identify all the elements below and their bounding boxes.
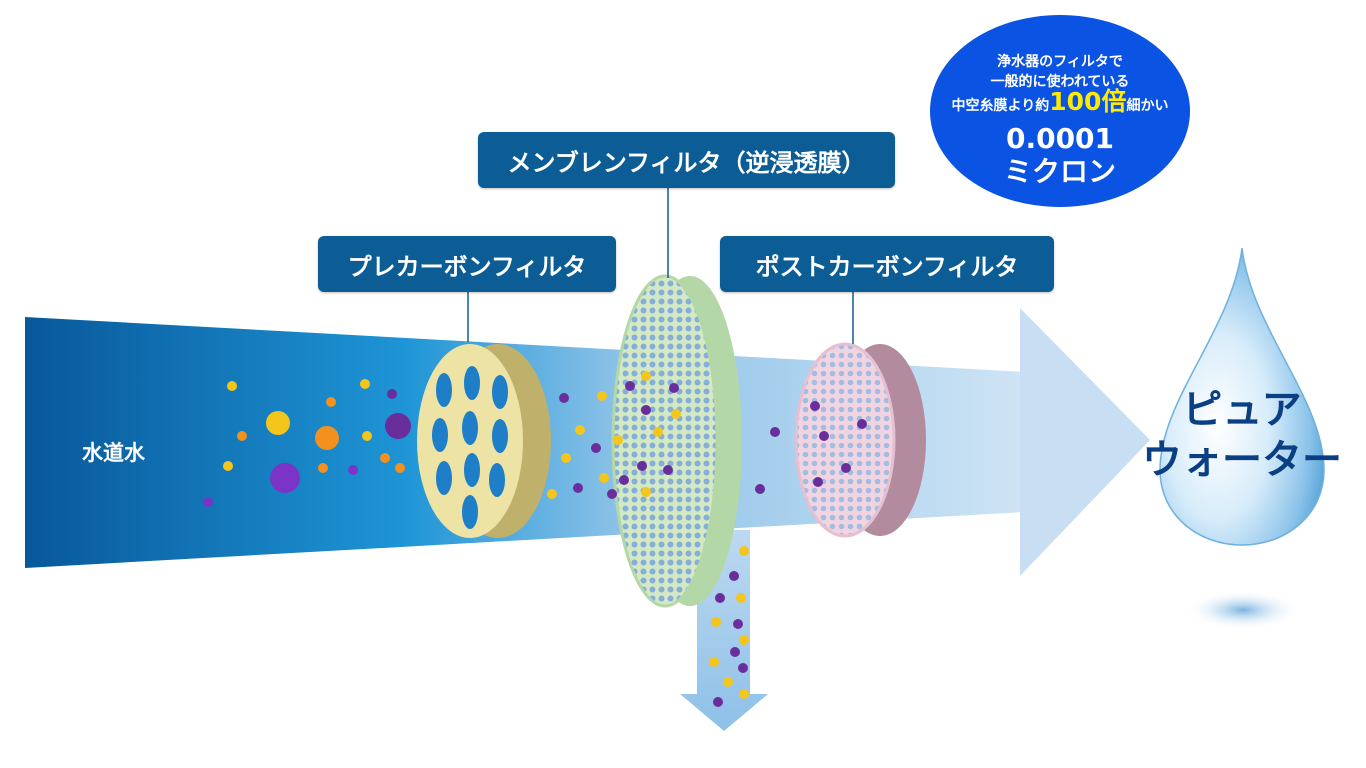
pre-carbon-filter-label: プレカーボンフィルタ	[318, 236, 616, 292]
callout-line-3: 中空糸膜より約100倍細かい	[951, 87, 1169, 116]
pore-size-value: 0.0001	[1005, 122, 1115, 155]
pore-size-callout: 浄水器のフィルタで 一般的に使われている 中空糸膜より約100倍細かい 0.00…	[930, 15, 1190, 207]
pure-water-line-2: ウォーター	[1142, 437, 1342, 483]
post-carbon-filter	[794, 342, 926, 538]
tap-water-label: 水道水	[82, 441, 145, 465]
pure-water-arrow	[1020, 308, 1150, 576]
pure-water-line-1: ピュア	[1182, 387, 1302, 433]
water-drop-icon	[1159, 247, 1325, 546]
pure-water-label: ピュア ウォーター	[1130, 385, 1354, 485]
post-carbon-filter-label: ポストカーボンフィルタ	[720, 236, 1054, 292]
drop-shadow	[1185, 590, 1301, 630]
membrane-filter	[611, 274, 742, 608]
membrane-filter-label: メンブレンフィルタ（逆浸透膜）	[478, 132, 895, 188]
callout-line-2: 一般的に使われている	[990, 74, 1130, 90]
pore-size-unit: ミクロン	[1003, 155, 1116, 188]
callout-highlight: 100倍	[1049, 87, 1127, 116]
pre-carbon-filter	[417, 344, 551, 538]
callout-line-1: 浄水器のフィルタで	[997, 54, 1123, 70]
impurity-particles	[203, 371, 867, 707]
